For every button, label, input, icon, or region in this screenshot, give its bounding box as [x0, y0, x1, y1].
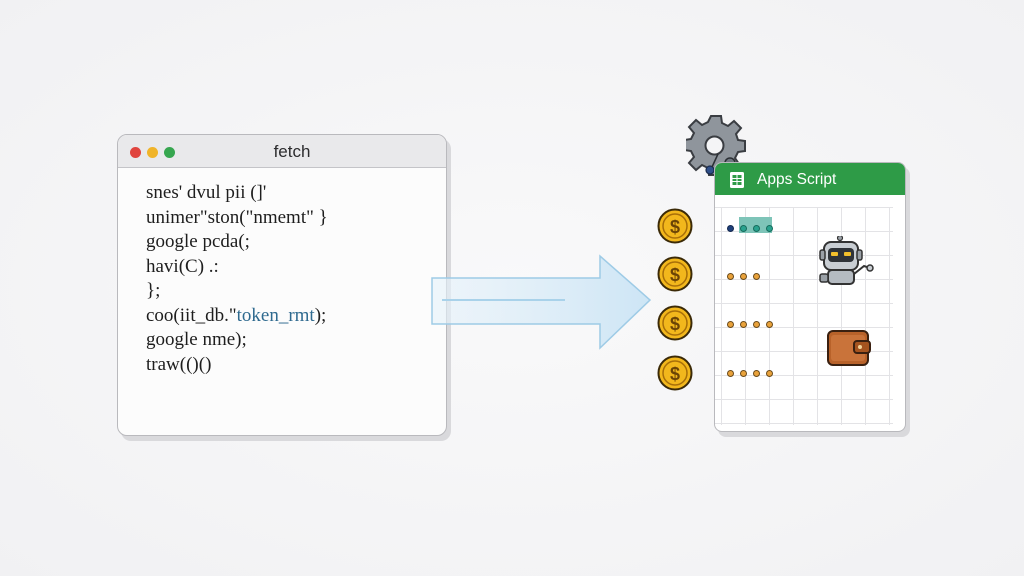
svg-text:$: $: [670, 364, 680, 384]
token-highlight: token_rmt: [236, 304, 315, 326]
cell-value-dots: [727, 225, 773, 232]
code-line: };: [146, 280, 161, 301]
cell-value-dots: [727, 273, 760, 280]
robot-icon: [819, 236, 874, 285]
code-line: google pcda(;: [146, 231, 250, 252]
dollar-coin-icon: $: [657, 256, 693, 292]
code-line: havi(C) .:: [146, 255, 219, 277]
apps-script-title: Apps Script: [757, 171, 837, 188]
right-arrow-icon: [431, 254, 652, 350]
wallet-icon: [827, 330, 871, 366]
code-text: );: [314, 304, 327, 326]
dollar-coin-icon: $: [657, 355, 693, 391]
code-line: google nme);: [146, 329, 247, 350]
apps-script-header: Apps Script: [715, 163, 905, 195]
spreadsheet-icon: [730, 172, 744, 188]
svg-text:$: $: [670, 265, 680, 285]
maximize-dot-icon[interactable]: [164, 147, 175, 158]
cell-value-dots: [727, 321, 773, 328]
svg-text:$: $: [670, 314, 680, 334]
dollar-coin-icon: $: [657, 305, 693, 341]
code-window-titlebar: fetch: [118, 135, 446, 168]
apps-script-window: Apps Script: [714, 162, 906, 432]
code-line: coo(iit_db."token_rmt);: [146, 304, 436, 329]
minimize-dot-icon[interactable]: [147, 147, 158, 158]
svg-text:$: $: [670, 217, 680, 237]
code-window-title: fetch: [273, 142, 311, 161]
code-window: fetch snes' dvul pii (]' unimer"ston("nm…: [117, 134, 447, 436]
code-line: traw(()(): [146, 353, 212, 375]
spreadsheet-grid[interactable]: [715, 207, 893, 425]
code-line: snes' dvul pii (]': [146, 182, 267, 203]
code-text: coo(iit_db.": [146, 304, 237, 326]
close-dot-icon[interactable]: [130, 147, 141, 158]
cell-value-dots: [727, 370, 773, 377]
code-line: unimer"ston("nmemt" }: [146, 206, 328, 228]
dollar-coin-icon: $: [657, 208, 693, 244]
code-body: snes' dvul pii (]' unimer"ston("nmemt" }…: [146, 181, 436, 377]
